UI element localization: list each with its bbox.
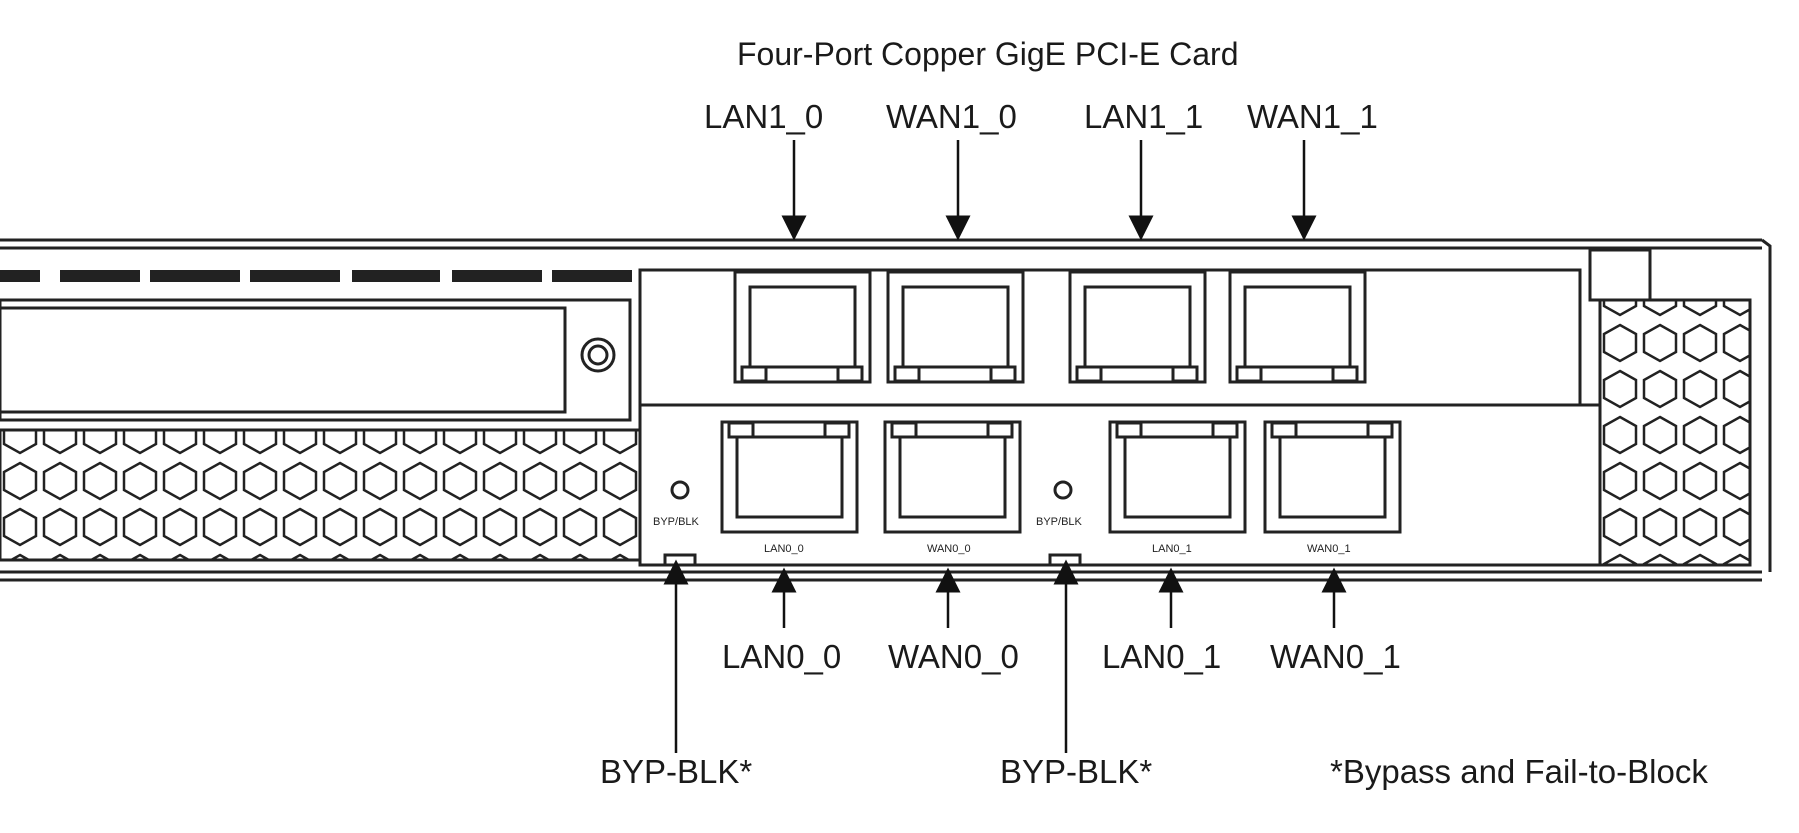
label-wan0-1: WAN0_1 bbox=[1270, 638, 1401, 675]
panel-silkscreen-labels: LAN0_0 WAN0_0 LAN0_1 WAN0_1 bbox=[764, 543, 1351, 555]
rj45-port-lan0-1 bbox=[1108, 420, 1247, 534]
top-port-row bbox=[733, 270, 1367, 384]
label-wan1-0: WAN1_0 bbox=[886, 98, 1017, 135]
silkscreen-lan0-1: LAN0_1 bbox=[1152, 543, 1192, 555]
chassis-outline bbox=[0, 238, 1772, 582]
label-lan0-1: LAN0_1 bbox=[1102, 638, 1222, 675]
pcie-card bbox=[638, 268, 1602, 567]
rj45-port-lan1-0 bbox=[733, 270, 872, 384]
left-hex-vent bbox=[0, 428, 642, 562]
blank-slot-cover bbox=[0, 298, 632, 422]
silkscreen-wan0-0: WAN0_0 bbox=[927, 543, 971, 555]
rj45-port-lan0-0 bbox=[720, 420, 859, 534]
silkscreen-wan0-1: WAN0_1 bbox=[1307, 543, 1351, 555]
label-lan1-1: LAN1_1 bbox=[1084, 98, 1204, 135]
label-lan0-0: LAN0_0 bbox=[722, 638, 842, 675]
footnote: *Bypass and Fail-to-Block bbox=[1330, 753, 1708, 790]
silkscreen-lan0-0: LAN0_0 bbox=[764, 543, 804, 555]
byp-blk-panel-label-left: BYP/BLK bbox=[653, 516, 700, 528]
rj45-port-wan0-1 bbox=[1263, 420, 1402, 534]
byp-blk-panel-label-right: BYP/BLK bbox=[1036, 516, 1083, 528]
label-lan1-0: LAN1_0 bbox=[704, 98, 824, 135]
rj45-port-wan1-0 bbox=[886, 270, 1025, 384]
label-wan0-0: WAN0_0 bbox=[888, 638, 1019, 675]
rj45-port-lan1-1 bbox=[1068, 270, 1207, 384]
card-title: Four-Port Copper GigE PCI-E Card bbox=[737, 36, 1239, 72]
label-wan1-1: WAN1_1 bbox=[1247, 98, 1378, 135]
rj45-port-wan0-0 bbox=[883, 420, 1022, 534]
bypass-led-right: BYP/BLK bbox=[1036, 480, 1083, 528]
label-byp-blk-left: BYP-BLK* bbox=[600, 753, 753, 790]
label-byp-blk-right: BYP-BLK* bbox=[1000, 753, 1153, 790]
right-hex-vent bbox=[1598, 298, 1752, 567]
bottom-tab-left bbox=[663, 553, 697, 567]
rj45-port-wan1-1 bbox=[1228, 270, 1367, 384]
right-bracket bbox=[1588, 248, 1652, 302]
bottom-port-row bbox=[720, 420, 1402, 534]
bypass-led-left: BYP/BLK bbox=[653, 480, 700, 528]
bottom-arrows bbox=[663, 559, 1347, 753]
top-arrows bbox=[781, 140, 1317, 241]
left-vent-slots bbox=[0, 270, 632, 282]
